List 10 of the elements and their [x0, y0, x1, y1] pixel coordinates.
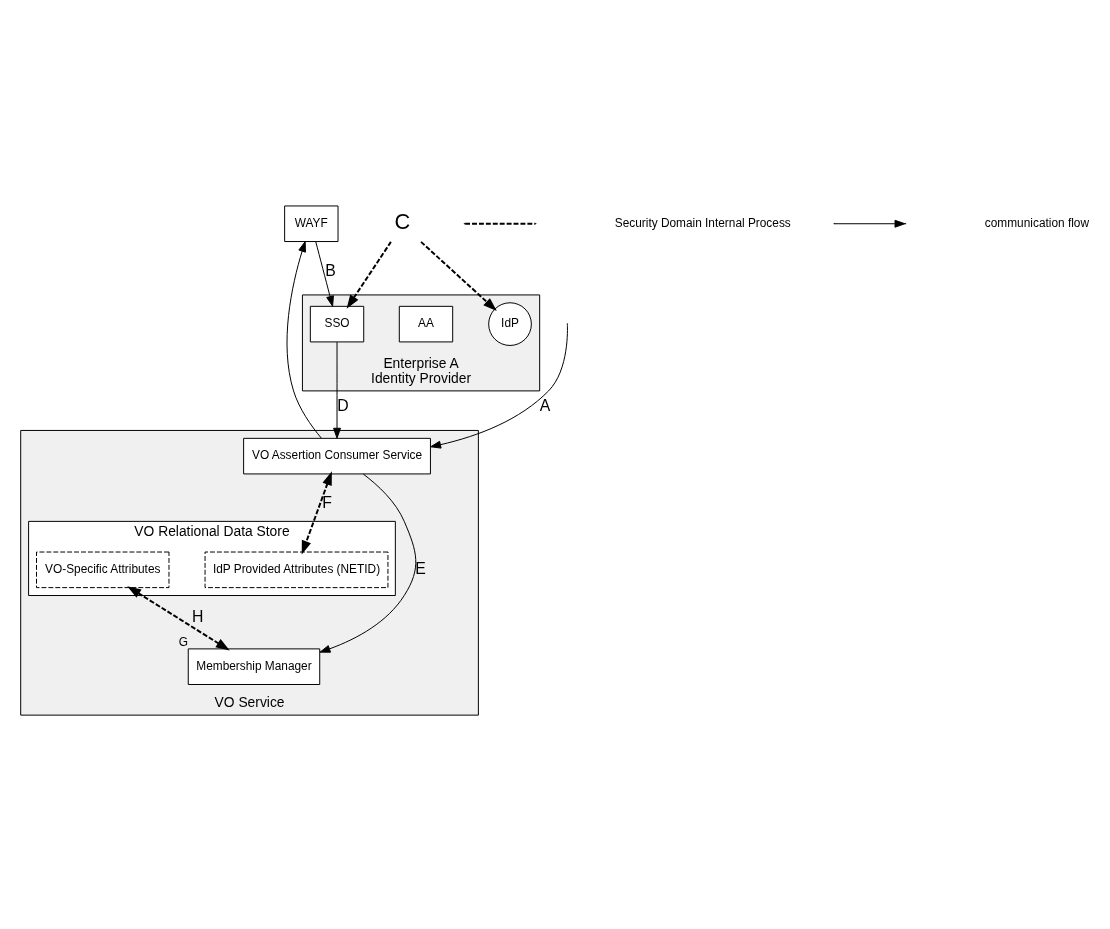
node-label: G	[178, 634, 188, 649]
edge-label: E	[415, 559, 426, 577]
edge-label: D	[337, 397, 349, 415]
legend-label: Security Domain Internal Process	[614, 215, 791, 230]
edge-label: B	[325, 261, 336, 279]
edge-label: F	[322, 494, 332, 512]
node-text: C	[394, 209, 411, 235]
legend-label: communication flow	[984, 215, 1089, 230]
edge-label: H	[191, 608, 204, 626]
edge-label: A	[539, 397, 551, 415]
